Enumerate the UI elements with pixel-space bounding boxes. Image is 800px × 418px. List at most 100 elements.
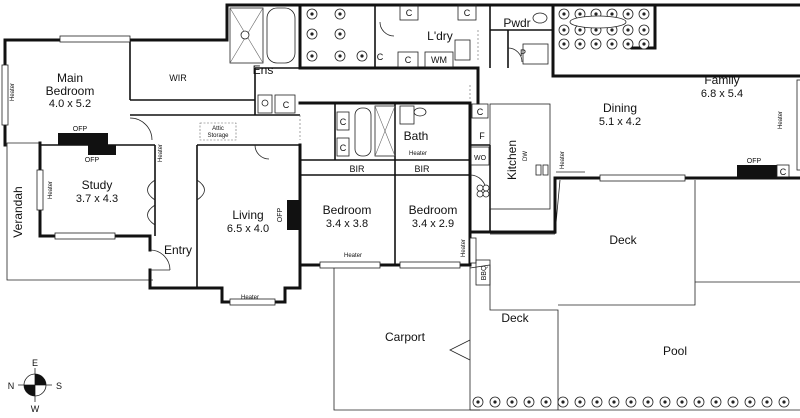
heater-label-bedroom-3: Heater [461, 239, 467, 257]
plant-center-icon [578, 400, 582, 404]
plant-center-icon [310, 54, 314, 58]
plant-center-icon [748, 400, 752, 404]
fixture-labels: Heater Heater Heater Heater Heater Heate… [10, 4, 790, 301]
plant-center-icon [612, 400, 616, 404]
direction-arrows [299, 30, 479, 140]
plant-center-icon [610, 28, 614, 32]
bath-fixtures [229, 7, 549, 198]
bir-label-1: BIR [349, 164, 365, 174]
verandah-label: Verandah [11, 186, 25, 237]
plant-center-icon [310, 32, 314, 36]
plant-center-icon [697, 400, 701, 404]
p-label: P [520, 48, 526, 58]
attic-label-1: Attic [212, 126, 224, 132]
attic-label-2: Storage [207, 133, 229, 139]
plant-center-icon [642, 42, 646, 46]
plant-center-icon [595, 400, 599, 404]
ofp-label-main-bedroom: OFP [73, 126, 88, 133]
compass-w: W [31, 404, 40, 414]
f-label: F [479, 131, 485, 141]
plant-center-icon [338, 54, 342, 58]
study-label: Study [82, 178, 113, 192]
plant-center-icon [714, 400, 718, 404]
plant-center-icon [562, 42, 566, 46]
plant-center-icon [626, 42, 630, 46]
dw-label: DW [523, 151, 529, 161]
bir-label-2: BIR [414, 164, 430, 174]
bedroom-2-label: Bedroom [323, 203, 372, 217]
bath-label: Bath [404, 129, 429, 143]
deck-upper-label: Deck [609, 233, 637, 247]
plant-center-icon [562, 12, 566, 16]
compass: E W N S [8, 358, 62, 414]
dining-table [569, 15, 627, 29]
wm-label: WM [431, 55, 447, 65]
plant-center-icon [782, 400, 786, 404]
main-bedroom-dims: 4.0 x 5.2 [49, 98, 91, 110]
wir-label: WIR [169, 73, 187, 83]
plant-center-icon [629, 400, 633, 404]
heater-label-hall: Heater [158, 144, 164, 162]
ofp-label-family: OFP [747, 158, 762, 165]
dining-label: Dining [603, 101, 637, 115]
plant-center-icon [338, 12, 342, 16]
carport-label: Carport [385, 330, 426, 344]
plant-center-icon [594, 42, 598, 46]
c-label-ldry-2: C [464, 8, 471, 18]
c-label-ldry-3: C [377, 52, 384, 62]
plant-center-icon [626, 12, 630, 16]
study-dims: 3.7 x 4.3 [76, 193, 118, 205]
plant-center-icon [578, 12, 582, 16]
compass-s: S [56, 381, 62, 391]
plant-center-icon [476, 400, 480, 404]
plant-center-icon [610, 12, 614, 16]
dining-dims: 5.1 x 4.2 [599, 116, 641, 128]
main-bedroom-label-1: Main [57, 71, 83, 85]
heater-label-living: Heater [241, 295, 259, 301]
plant-dots [306, 8, 790, 408]
family-label: Family [704, 73, 739, 87]
powder-label: Pwdr [503, 16, 530, 30]
compass-e: E [32, 358, 38, 368]
ofp-label-study: OFP [85, 157, 100, 164]
room-labels: Main Bedroom 4.0 x 5.2 WIR Ens Study 3.7… [11, 16, 743, 358]
kitchen-label: Kitchen [505, 140, 519, 180]
interior-walls [40, 5, 553, 288]
compass-n: N [8, 381, 15, 391]
ens-label: Ens [253, 63, 274, 77]
c-label-bath-1: C [340, 117, 347, 127]
laundry-label: L'dry [427, 29, 453, 43]
plant-center-icon [544, 400, 548, 404]
plant-center-icon [626, 28, 630, 32]
c-label-ldry-4: C [405, 55, 412, 65]
plant-center-icon [680, 400, 684, 404]
family-dims: 6.8 x 5.4 [701, 88, 743, 100]
windows [1, 35, 800, 306]
fireplaces [58, 133, 777, 230]
plant-center-icon [610, 42, 614, 46]
outdoor-outlines [6, 142, 800, 411]
plant-center-icon [510, 400, 514, 404]
deck-lower-label: Deck [501, 311, 529, 325]
plant-center-icon [360, 54, 364, 58]
plant-center-icon [578, 28, 582, 32]
plant-center-icon [561, 400, 565, 404]
plant-center-icon [338, 32, 342, 36]
bedroom-3-dims: 3.4 x 2.9 [412, 218, 454, 230]
bbq-label: BBQ [481, 265, 488, 280]
plant-center-icon [578, 42, 582, 46]
plant-center-icon [642, 12, 646, 16]
exterior-walls [3, 3, 800, 304]
living-label: Living [232, 208, 263, 222]
plant-center-icon [646, 400, 650, 404]
plant-center-icon [765, 400, 769, 404]
heater-label-family: Heater [778, 111, 784, 129]
living-dims: 6.5 x 4.0 [227, 223, 269, 235]
c-label-family: C [780, 167, 787, 177]
plant-center-icon [731, 400, 735, 404]
heater-label-main-bedroom: Heater [10, 83, 16, 101]
c-label-ens: C [283, 100, 290, 110]
plant-center-icon [594, 12, 598, 16]
plant-center-icon [642, 28, 646, 32]
